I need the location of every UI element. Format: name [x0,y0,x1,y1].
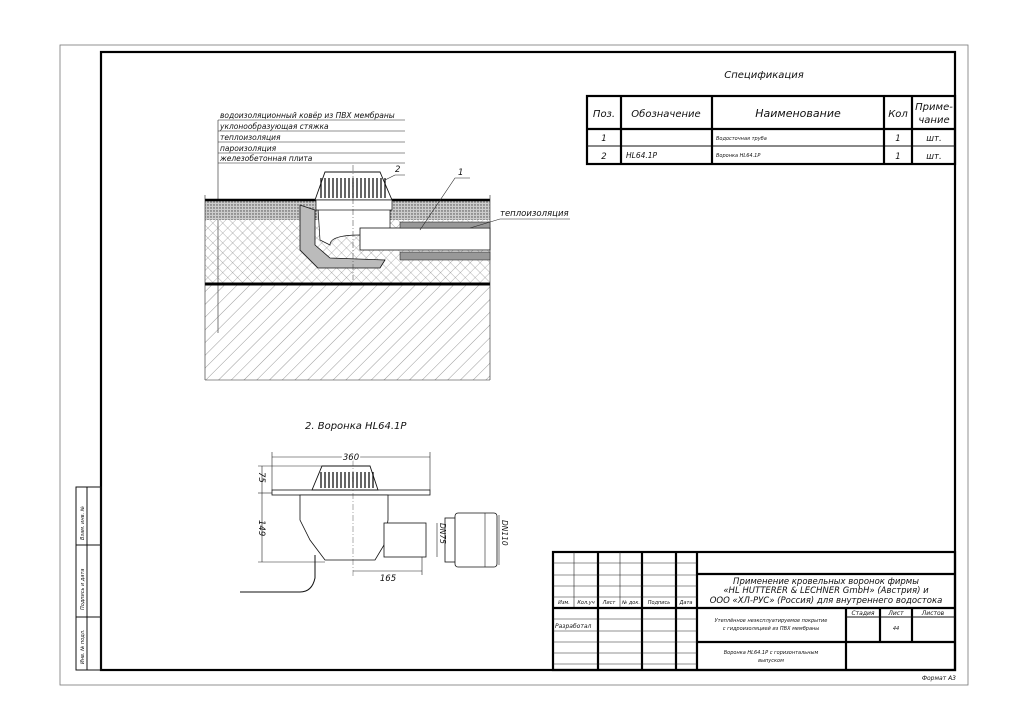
spec-header-note-2: чание [918,115,949,126]
spec-cell: 1 [895,152,900,162]
outer-frame [59,44,969,686]
col-header: Дата [679,600,693,606]
callout-2: 2 [395,165,400,175]
funnel-housing [299,204,386,269]
dim-dn110: DN110 [500,520,509,546]
spec-row: 1 Водосточная труба 1 шт. [601,134,941,144]
col-header: Подпись [648,600,671,606]
spec-header-qty: Кол [888,109,908,120]
spec-header-designation: Обозначение [631,108,700,120]
insulation-label: теплоизоляция [500,209,569,219]
layer-label: уклонообразующая стяжка [219,122,329,131]
spec-cell: Водосточная труба [716,136,767,142]
spec-header-name: Наименование [755,107,841,120]
format-label: Формат А3 [922,675,956,682]
spec-cell: 2 [601,152,606,162]
funnel-body [299,494,389,561]
sheet-number: 44 [893,626,899,632]
funnel-flange [271,489,431,496]
inner-frame [99,50,957,672]
spec-header-note: Приме- [915,102,953,113]
spec-cell: HL64.1P [626,151,658,160]
funnel-detail-drawing: 2. Воронка HL64.1P 360 75 149 165 DN75 D… [240,421,509,593]
specification-table: Спецификация Поз. Обозначение Наименован… [585,70,957,166]
dim-top-height: 75 [256,472,266,483]
col-header: Лист [602,600,617,606]
spec-cell: 1 [601,134,606,144]
callout-leader [384,174,405,181]
stamp-inv-original: Инв. № подл. [80,630,86,665]
spec-cell: шт. [926,134,941,144]
detail-title: 2. Воронка HL64.1P [305,421,407,432]
concrete-slab [205,285,490,380]
spec-cell: шт. [926,152,941,162]
layer-label: теплоизоляция [220,133,281,142]
side-stamp: Взам. инв. № Подпись и дата Инв. № подл. [75,486,102,671]
stamp-replace-inv: Взам. инв. № [80,506,86,540]
drawing-name: Воронка HL64.1P с горизонтальным [724,650,819,656]
sheet-subject: с гидроизоляцией из ПВХ мембраны [723,626,820,632]
project-title: «HL HUTTERER & LECHNER GmbH» (Австрия) и [723,586,929,596]
col-header: Изм. [558,600,570,606]
dim-body-height: 149 [256,520,266,536]
spec-row: 2 HL64.1P Воронка HL64.1P 1 шт. [601,151,941,162]
spec-cell: 1 [895,134,900,144]
drawing-name: выпуском [758,658,784,664]
project-title: ООО «ХЛ-РУС» (Россия) для внутреннего во… [710,596,943,606]
callout-1: 1 [458,168,463,178]
dim-width: 360 [343,453,359,463]
stage-label: Стадия [851,610,874,617]
heating-cable [240,555,316,593]
project-title: Применение кровельных воронок фирмы [733,577,919,587]
sheet-label: Лист [887,610,904,617]
spec-header-pos: Поз. [593,109,615,120]
col-header: № док. [621,600,640,606]
spec-title: Спецификация [724,70,804,81]
stamp-signature-date: Подпись и дата [80,569,86,610]
layer-label: водоизоляционный ковёр из ПВХ мембраны [220,111,395,120]
sheet-subject: Утеплённое неэксплуатируемое покрытие [715,618,828,624]
pipe-coupling [454,512,498,568]
dim-outlet-length: 165 [380,574,396,584]
outlet-pipe [383,522,427,558]
developed-label: Разработал [555,623,592,630]
layer-label: пароизоляция [220,144,277,153]
roof-section-drawing: водоизоляционный ковёр из ПВХ мембраны у… [204,111,570,381]
dim-dn75: DN75 [438,523,447,544]
spec-cell: Воронка HL64.1P [716,153,760,159]
layer-label: железобетонная плита [219,154,313,163]
title-block: Изм. Кол.уч Лист № док. Подпись Дата Раз… [551,550,957,672]
drain-pipe [359,227,491,251]
sheets-label: Листов [921,610,945,617]
col-header: Кол.уч [577,600,594,606]
